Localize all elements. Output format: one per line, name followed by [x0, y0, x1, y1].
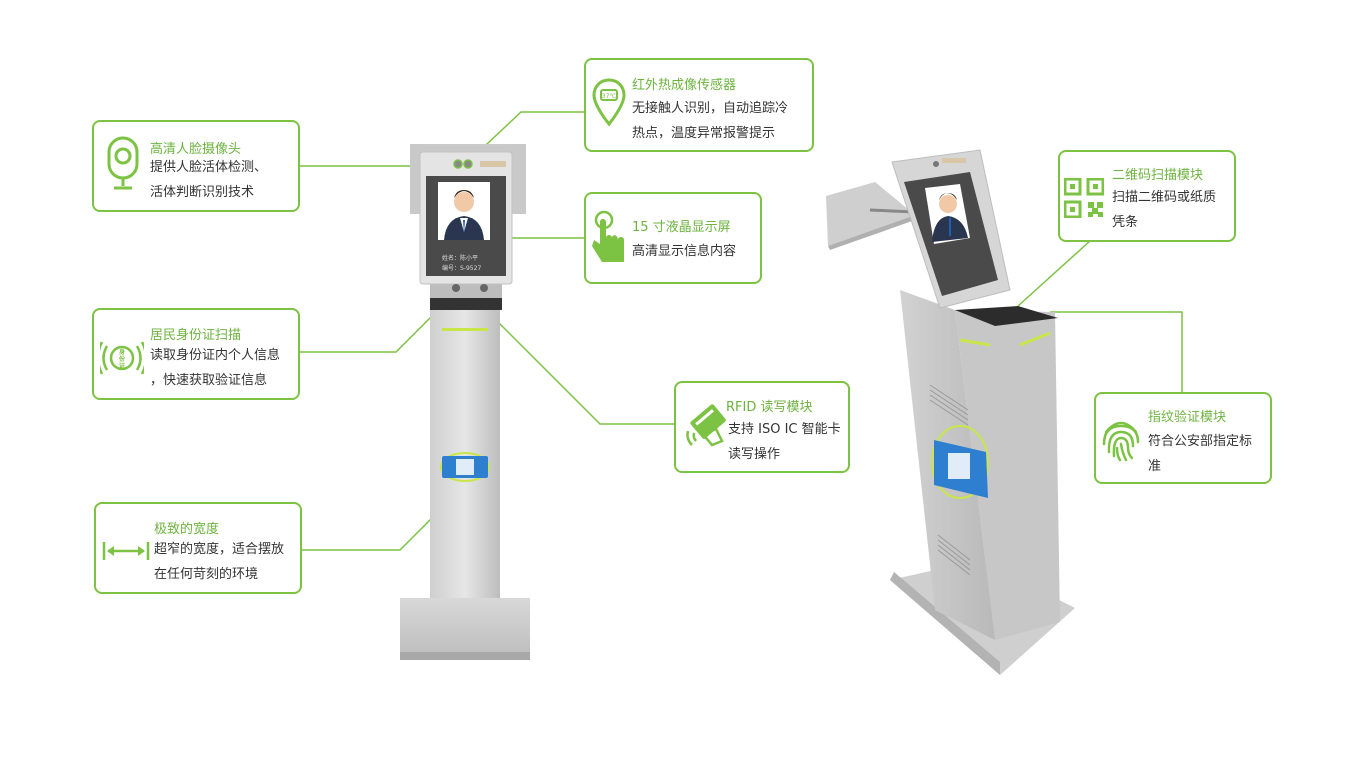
callout-title: 红外热成像传感器 [632, 78, 737, 93]
callout-title: 极致的宽度 [154, 522, 220, 537]
svg-text:身: 身 [119, 348, 125, 356]
callout-desc-line1: 无接触人识别，自动追踪冷 [632, 101, 789, 116]
callout-desc-line2: 凭条 [1112, 215, 1139, 230]
callout-qr-scan: 二维码扫描模块 扫描二维码或纸质 凭条 [1058, 150, 1236, 242]
callout-title: 居民身份证扫描 [150, 328, 242, 343]
callout-desc-line1: 支持 ISO IC 智能卡 [728, 422, 841, 437]
svg-text:证: 证 [119, 362, 125, 370]
thermometer-icon: 37℃ [592, 78, 626, 128]
callout-desc-line1: 高清显示信息内容 [632, 244, 737, 259]
callout-title: 高清人脸摄像头 [150, 142, 242, 157]
svg-text:37℃: 37℃ [602, 93, 617, 100]
callout-face-camera: 高清人脸摄像头 提供人脸活体检测、 活体判断识别技术 [92, 120, 300, 212]
callout-desc-line2: 热点，温度异常报警提示 [632, 126, 776, 141]
callout-title: 二维码扫描模块 [1112, 168, 1204, 183]
callout-desc-line2: 准 [1148, 459, 1162, 474]
callout-thermal-sensor: 37℃ 红外热成像传感器 无接触人识别，自动追踪冷 热点，温度异常报警提示 [584, 58, 814, 152]
camera-icon [106, 136, 140, 192]
svg-text:份: 份 [119, 355, 126, 363]
callout-desc-line1: 符合公安部指定标 [1148, 434, 1253, 449]
callout-desc-line2: 活体判断识别技术 [150, 185, 255, 200]
screen-name-text: 姓名：陈小平 [442, 254, 478, 262]
qr-code-icon [1064, 178, 1104, 218]
kiosk-front-view: 姓名：陈小平 编号：S-9527 [400, 144, 530, 660]
callout-narrow-width: 极致的宽度 超窄的宽度，适合摆放 在任何苛刻的环境 [94, 502, 302, 594]
touch-hand-icon [590, 210, 628, 266]
callout-desc-line1: 读取身份证内个人信息 [150, 348, 281, 363]
callout-title: 指纹验证模块 [1148, 410, 1227, 425]
callout-desc-line2: 在任何苛刻的环境 [154, 567, 259, 582]
kiosk-angled-view [826, 149, 1075, 675]
callout-desc-line1: 超窄的宽度，适合摆放 [154, 542, 285, 557]
callout-desc-line1: 提供人脸活体检测、 [150, 160, 268, 175]
rfid-card-icon [682, 403, 728, 449]
callout-desc-line1: 扫描二维码或纸质 [1112, 190, 1217, 205]
callout-rfid-module: RFID 读写模块 支持 ISO IC 智能卡 读写操作 [674, 381, 850, 473]
callout-lcd-screen: 15 寸液晶显示屏 高清显示信息内容 [584, 192, 762, 284]
id-card-icon: 身 份 证 [100, 336, 144, 380]
callout-desc-line2: 读写操作 [728, 447, 781, 462]
screen-id-text: 编号：S-9527 [442, 264, 481, 272]
callout-title: RFID 读写模块 [726, 400, 813, 415]
callout-id-card-scan: 身 份 证 居民身份证扫描 读取身份证内个人信息 ，快速获取验证信息 [92, 308, 300, 400]
callout-fingerprint: 指纹验证模块 符合公安部指定标 准 [1094, 392, 1272, 484]
fingerprint-icon [1100, 418, 1142, 462]
callout-desc-line2: ，快速获取验证信息 [150, 373, 268, 388]
callout-title: 15 寸液晶显示屏 [632, 220, 731, 235]
width-arrow-icon [102, 540, 150, 562]
